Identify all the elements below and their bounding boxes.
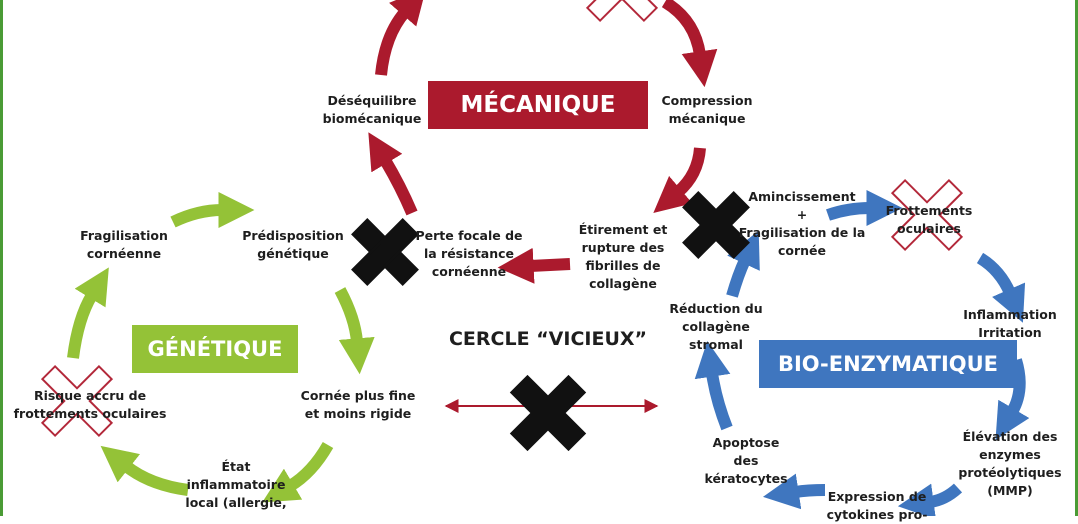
green-arrow-top: [170, 192, 255, 229]
blue-arrow-top: [826, 190, 903, 227]
title-mecanique: MÉCANIQUE: [428, 81, 648, 129]
title-genetique: GÉNÉTIQUE: [132, 325, 298, 373]
label-apoptose: Apoptose des kératocytes: [704, 435, 788, 486]
label-elevation: Élévation des enzymes protéolytiques (MM…: [958, 429, 1062, 498]
cross-outline-risque: [40, 364, 114, 438]
red-arrow-right-down: [653, 147, 706, 213]
label-frottements: Frottements oculaires: [885, 203, 973, 236]
blue-arrow-bottom-left: [762, 473, 826, 510]
cross-solid-amincissement: [682, 191, 750, 259]
label-reduction: Réduction du collagène stromal: [669, 301, 763, 352]
label-risque: Risque accru de frottements oculaires: [13, 388, 167, 421]
title-bio-enzymatique: BIO-ENZYMATIQUE: [759, 340, 1017, 388]
blue-arrow-bottom-right: [897, 483, 963, 516]
red-arrow-left-up: [368, 132, 418, 216]
blue-arrow-right-down: [976, 252, 1026, 323]
label-compression: Compression mécanique: [661, 93, 753, 126]
label-amincissement: Amincissement + Fragilisation de la corn…: [738, 189, 866, 258]
green-arrow-bottom-right: [262, 441, 334, 503]
blue-arrows: [694, 190, 1030, 516]
label-predisposition: Prédisposition génétique: [242, 228, 344, 261]
label-expression: Expression de cytokines pro-: [826, 489, 928, 522]
red-arrow-to-perte: [497, 247, 571, 284]
green-arrows: [67, 192, 375, 503]
green-arrow-right-down: [334, 287, 375, 375]
cross-outline-frottements: [890, 178, 964, 252]
outline-crosses: [40, 0, 964, 438]
label-cornee: Cornée plus fine et moins rigide: [300, 388, 416, 421]
label-inflammation: Inflammation Irritation: [963, 307, 1057, 340]
label-etirement: Étirement et rupture des fibrilles de co…: [578, 222, 668, 291]
blue-arrow-up: [726, 230, 760, 298]
label-perte: Perte focale de la résistance cornéenne: [415, 228, 523, 279]
blue-arrow-left-up: [694, 340, 733, 431]
label-desequilibre: Déséquilibre biomécanique: [322, 93, 422, 126]
label-fragilisation: Fragilisation cornéenne: [80, 228, 168, 261]
cross-solid-perte: [351, 218, 419, 286]
red-arrows: [368, 0, 718, 284]
cross-solid-center: [509, 374, 587, 452]
center-title: CERCLE “VICIEUX”: [448, 328, 648, 350]
black-crosses: [351, 191, 750, 452]
cross-outline-top: [585, 0, 659, 23]
green-arrow-bottom-left: [100, 445, 189, 496]
red-arrow-top-right: [661, 0, 718, 88]
green-arrow-left-up: [67, 267, 109, 359]
label-etat: État inflammatoire local (allergie,: [185, 459, 287, 510]
red-arrow-top-left: [375, 0, 427, 76]
blue-arrow-right-side: [995, 358, 1030, 440]
